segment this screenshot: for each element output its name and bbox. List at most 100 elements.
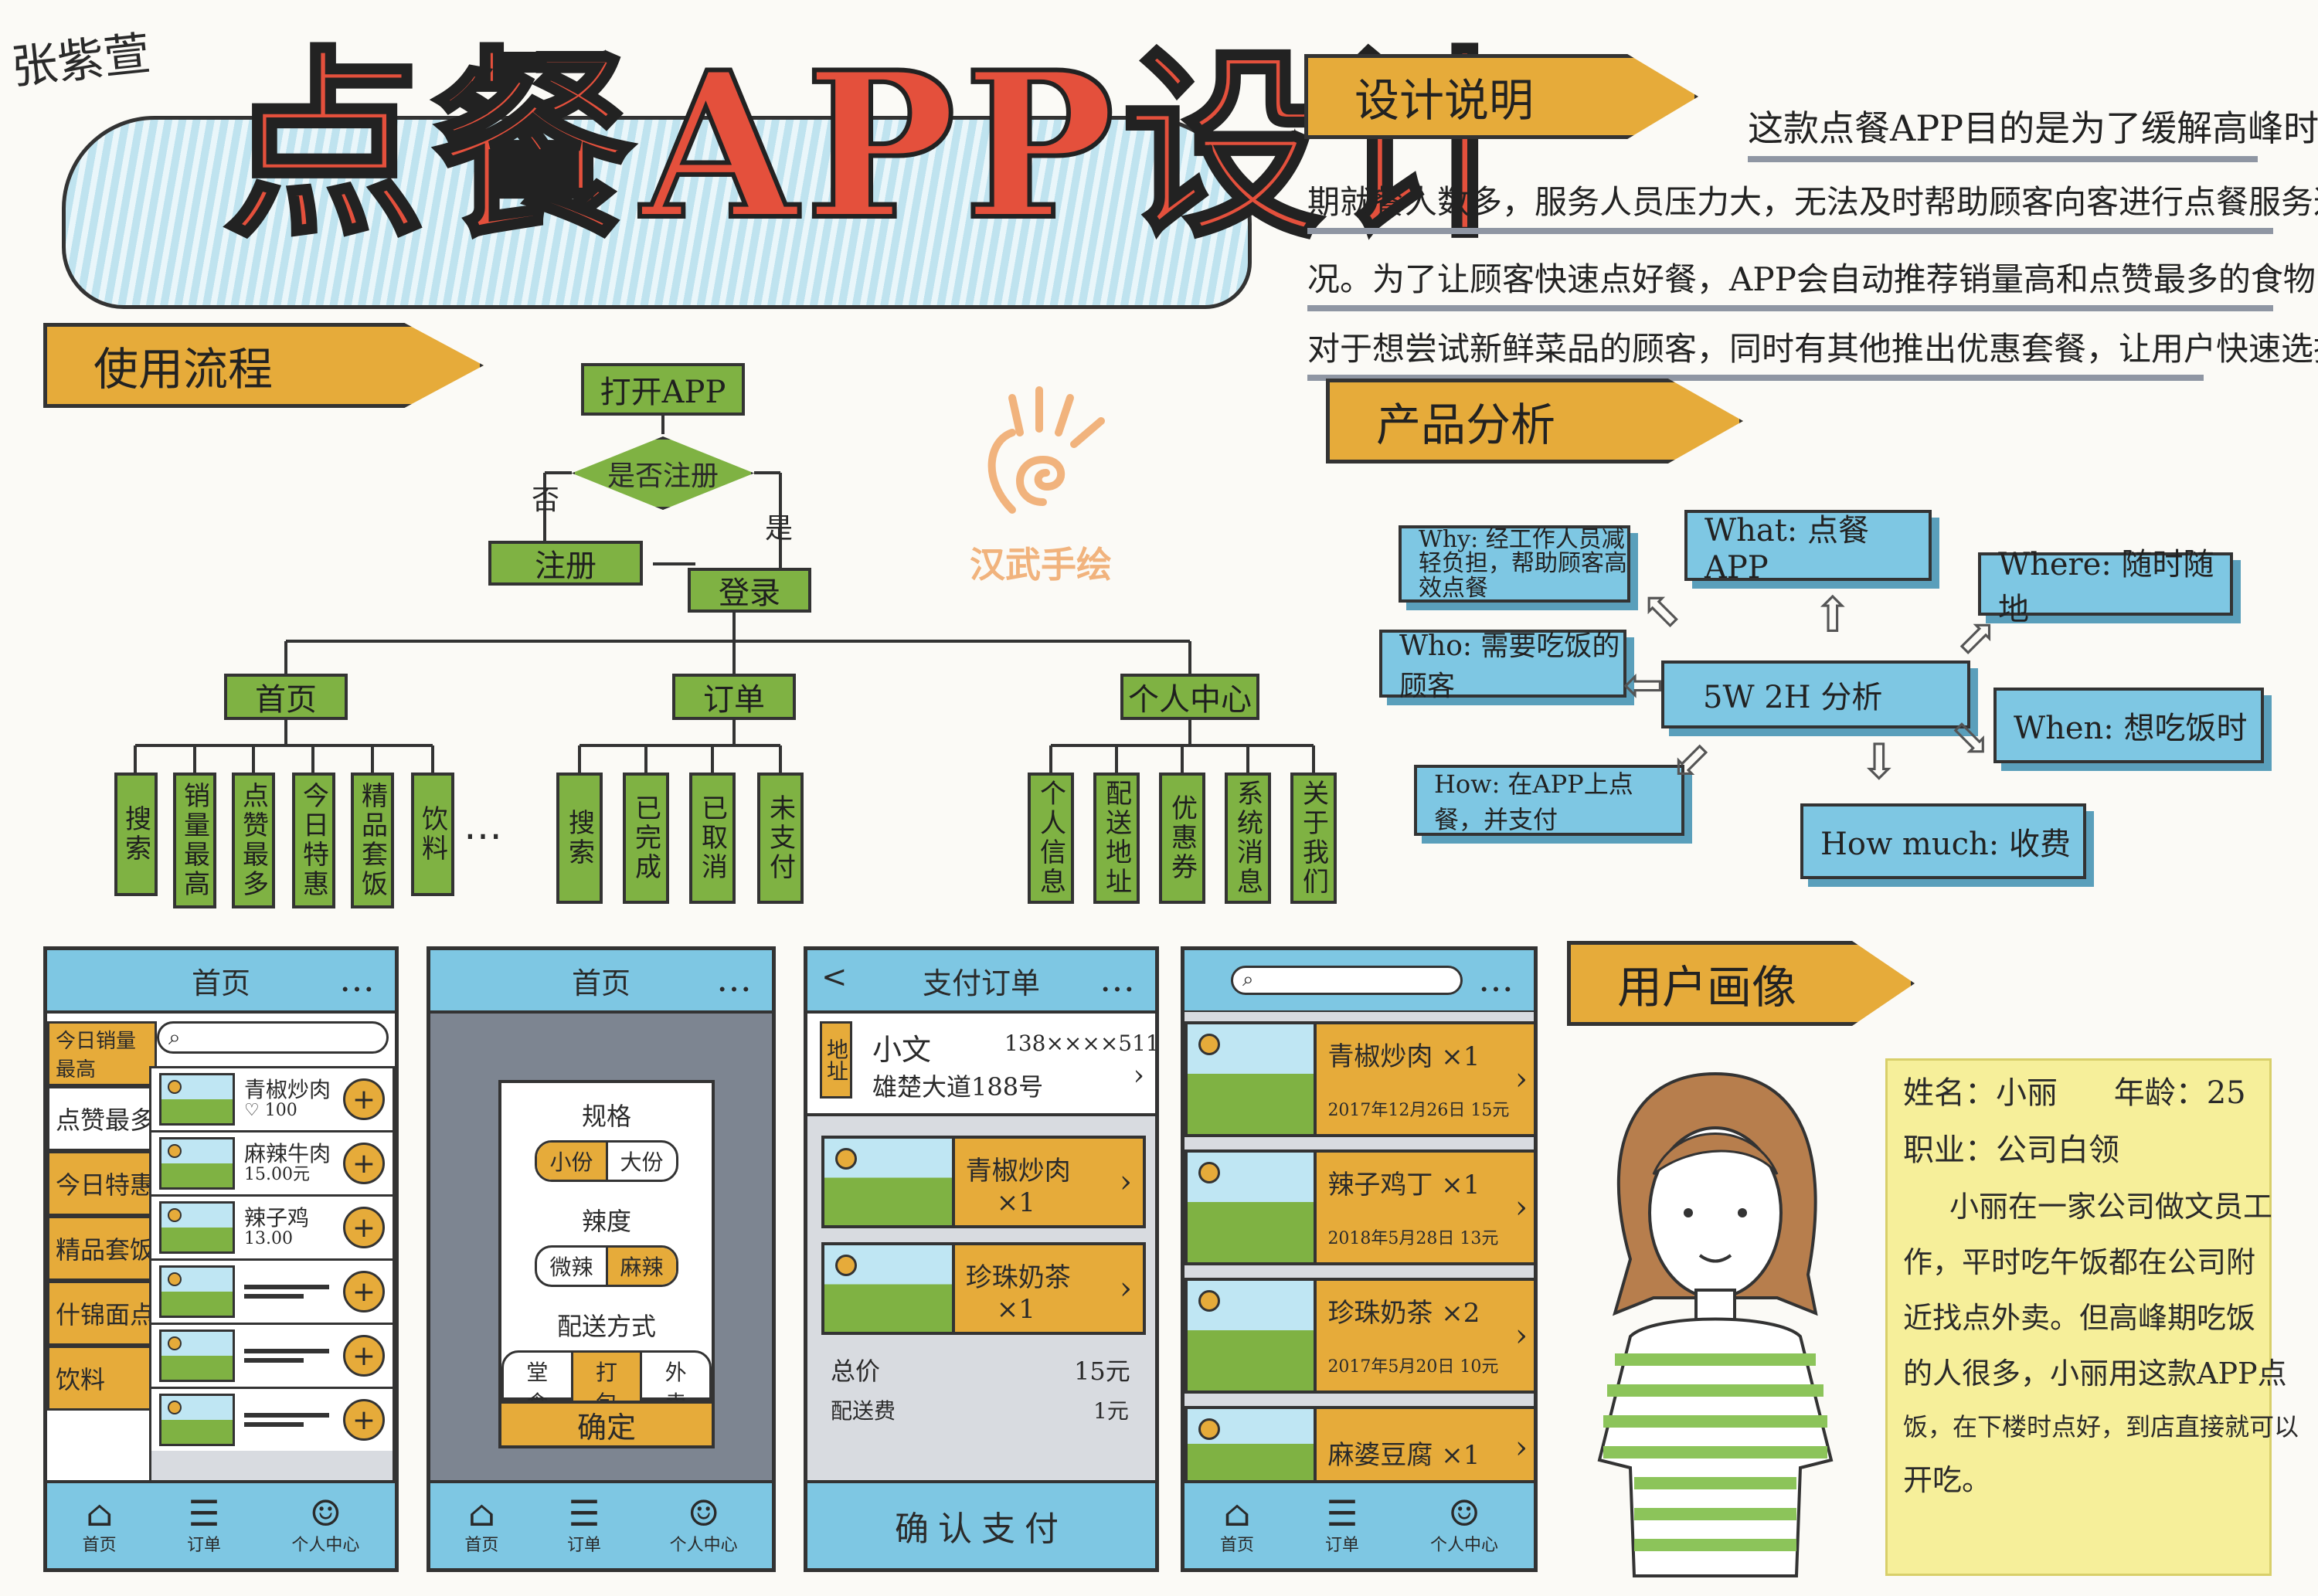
- back-icon[interactable]: <: [821, 959, 848, 995]
- more-icon[interactable]: …: [1100, 958, 1135, 1000]
- banner-design: 设计说明: [1304, 54, 1698, 139]
- tab-order[interactable]: ☰订单: [1324, 1492, 1359, 1555]
- search-bar[interactable]: ⌕: [1231, 966, 1463, 995]
- add-to-cart-button[interactable]: +: [343, 1399, 385, 1441]
- total-value: 15元: [1074, 1357, 1130, 1386]
- tab-personal[interactable]: ☺个人中心: [669, 1492, 738, 1555]
- persona-story-3: 近找点外卖。但高峰期吃饭: [1903, 1301, 2256, 1335]
- tab-personal[interactable]: ☺个人中心: [1429, 1492, 1498, 1555]
- history-item-name: 辣子鸡丁 ×1: [1327, 1170, 1480, 1200]
- persona-card: 姓名：小丽 年龄：25 职业：公司白领 小丽在一家公司做文员工 作，平时吃午饭都…: [1885, 1058, 2299, 1576]
- desc-line-4: 对于想尝试新鲜菜品的顾客，同时有其他推出优惠套餐，让用户快速选择。: [1307, 323, 2318, 381]
- delivery-fee-value: 1元: [1093, 1398, 1129, 1424]
- add-to-cart-button[interactable]: +: [343, 1271, 385, 1312]
- history-order-card[interactable]: 辣子鸡丁 ×1 2018年5月28日 13元 ›: [1184, 1149, 1534, 1265]
- side-top-sales[interactable]: 今日销量最高: [47, 1021, 157, 1086]
- spicy-mild-option[interactable]: 微辣: [537, 1248, 608, 1285]
- placeholder-text-lines: [244, 1344, 329, 1367]
- persona-story-4: 的人很多，小丽用这款APP点: [1903, 1357, 2287, 1391]
- list-item[interactable]: 青椒炒肉 ♡ 100 +: [151, 1068, 393, 1132]
- confirm-pay-button[interactable]: 确认支付: [807, 1480, 1155, 1568]
- side-most-liked[interactable]: 点赞最多: [47, 1086, 157, 1151]
- flow-home-set-meal: 精品套饭: [351, 773, 394, 908]
- persona-age: 年龄：25: [2113, 1075, 2246, 1111]
- persona-story-1: 小丽在一家公司做文员工: [1949, 1190, 2273, 1224]
- user-icon: ☺: [688, 1492, 720, 1534]
- arrow-down-icon: ⇩: [1858, 734, 1900, 791]
- more-icon[interactable]: …: [339, 958, 375, 1000]
- phone-home-header: 首页 …: [47, 950, 395, 1014]
- persona-job: 职业：公司白领: [1903, 1132, 2119, 1168]
- phone-options-header: 首页 …: [430, 950, 772, 1014]
- flow-personal: 个人中心: [1120, 674, 1259, 720]
- total-label: 总价: [831, 1357, 881, 1386]
- more-icon[interactable]: …: [716, 958, 752, 1000]
- phone-orders-header: ⌕ …: [1184, 950, 1534, 1014]
- list-item[interactable]: +: [151, 1389, 393, 1451]
- search-icon: ⌕: [1242, 968, 1254, 991]
- analysis-when: When: 想吃饭时: [1993, 688, 2264, 763]
- flow-home-most-liked: 点赞最多: [232, 773, 275, 908]
- spicy-hot-option[interactable]: 麻辣: [607, 1248, 676, 1285]
- analysis-who: Who: 需要吃饭的顾客: [1379, 630, 1626, 702]
- add-to-cart-button[interactable]: +: [343, 1335, 385, 1377]
- analysis-how-much: How much: 收费: [1800, 803, 2086, 879]
- history-item-name: 麻婆豆腐 ×1: [1327, 1440, 1480, 1471]
- food-thumbnail: [824, 1139, 955, 1225]
- flow-personal-about: 关于我们: [1290, 773, 1337, 904]
- history-order-card[interactable]: 青椒炒肉 ×1 2017年12月26日 15元 ›: [1184, 1021, 1534, 1137]
- side-noodles[interactable]: 什锦面点: [47, 1281, 157, 1346]
- side-set-meal[interactable]: 精品套饭: [47, 1216, 157, 1281]
- spec-small-option[interactable]: 小份: [537, 1143, 608, 1180]
- spicy-label: 辣度: [581, 1207, 631, 1236]
- list-item[interactable]: +: [151, 1261, 393, 1325]
- confirm-button[interactable]: 确定: [498, 1401, 715, 1448]
- item-price: 13.00: [244, 1229, 293, 1249]
- add-to-cart-button[interactable]: +: [343, 1207, 385, 1248]
- side-drinks[interactable]: 饮料: [47, 1346, 157, 1411]
- tab-order[interactable]: ☰订单: [566, 1492, 601, 1555]
- flow-personal-info: 个人信息: [1028, 773, 1074, 904]
- phone-home-title: 首页: [191, 966, 250, 1000]
- flow-home: 首页: [224, 674, 348, 720]
- add-to-cart-button[interactable]: +: [343, 1078, 385, 1120]
- list-item[interactable]: 辣子鸡 13.00 +: [151, 1197, 393, 1261]
- flow-personal-address: 配送地址: [1093, 773, 1140, 904]
- spec-label: 规格: [581, 1102, 631, 1131]
- history-order-card[interactable]: 珍珠奶茶 ×2 2017年5月20日 10元 ›: [1184, 1278, 1534, 1394]
- item-name: 麻辣牛肉: [244, 1140, 331, 1166]
- persona-story-5: 饭，在下楼时点好，到店直接就可以: [1903, 1412, 2299, 1441]
- tab-home[interactable]: ⌂首页: [82, 1492, 117, 1555]
- history-item-date: 2018年5月28日: [1327, 1229, 1455, 1248]
- tab-personal[interactable]: ☺个人中心: [291, 1492, 360, 1555]
- list-item[interactable]: +: [151, 1325, 393, 1389]
- list-item[interactable]: 麻辣牛肉 15.00元 +: [151, 1132, 393, 1197]
- chevron-right-icon: ›: [1515, 1190, 1528, 1225]
- chevron-right-icon: ›: [1515, 1061, 1528, 1097]
- order-item-card[interactable]: 珍珠奶茶 ×1 ›: [821, 1242, 1146, 1335]
- tab-home[interactable]: ⌂首页: [1219, 1492, 1254, 1555]
- recipient-name: 小文: [872, 1033, 932, 1067]
- food-thumbnail: [159, 1073, 235, 1126]
- tab-order[interactable]: ☰订单: [186, 1492, 221, 1555]
- phone-payment: < 支付订单 … 地址 小文 138××××5116 雄楚大道188号 › 青椒…: [804, 946, 1159, 1572]
- order-item-card[interactable]: 青椒炒肉 ×1 ›: [821, 1136, 1146, 1228]
- search-bar[interactable]: ⌕: [157, 1021, 389, 1054]
- banner-persona: 用户画像: [1567, 941, 1915, 1026]
- history-item-date: 2017年5月20日: [1327, 1357, 1455, 1377]
- chevron-right-icon: ›: [1120, 1164, 1132, 1200]
- add-to-cart-button[interactable]: +: [343, 1143, 385, 1184]
- tab-home[interactable]: ⌂首页: [464, 1492, 499, 1555]
- spec-large-option[interactable]: 大份: [620, 1149, 664, 1175]
- analysis-center: 5W 2H 分析: [1661, 660, 1970, 728]
- phone-home-sidebar: 今日销量最高 点赞最多 今日特惠 精品套饭 什锦面点 饮料: [47, 1021, 157, 1411]
- banner-flow: 使用流程: [43, 323, 484, 408]
- spec-selector[interactable]: 小份 大份: [535, 1140, 678, 1182]
- spicy-selector[interactable]: 微辣 麻辣: [535, 1245, 678, 1287]
- history-order-card[interactable]: 麻婆豆腐 ×1 ›: [1184, 1406, 1534, 1489]
- more-icon[interactable]: …: [1478, 958, 1514, 1000]
- flow-order-cancelled: 已取消: [689, 773, 736, 904]
- chevron-right-icon: ›: [1120, 1271, 1132, 1306]
- side-today-deals[interactable]: 今日特惠: [47, 1151, 157, 1216]
- address-block[interactable]: 地址 小文 138××××5116 雄楚大道188号 ›: [807, 1012, 1155, 1116]
